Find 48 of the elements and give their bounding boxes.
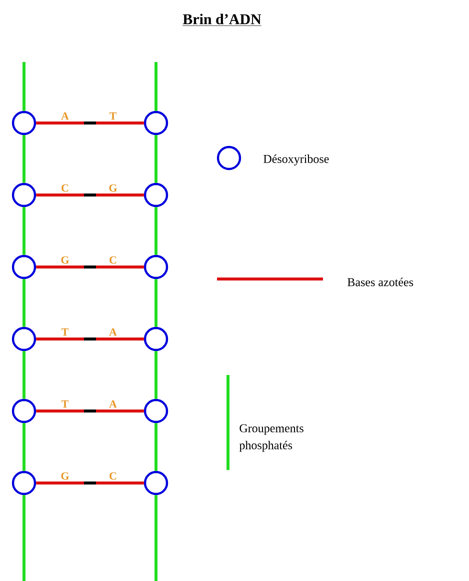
base-pair-line (36, 266, 144, 268)
base-pair-line (36, 122, 144, 124)
phosphate-backbone (154, 495, 158, 581)
phosphate-backbone (22, 207, 26, 255)
phosphate-backbone (154, 279, 158, 327)
base-letter: G (61, 472, 69, 480)
phosphate-backbone (154, 351, 158, 399)
phosphate-backbone (154, 62, 158, 111)
base-letter: T (62, 400, 68, 408)
base-pair-line (36, 194, 144, 196)
base-letter: A (109, 400, 117, 408)
base-pair-line (36, 482, 144, 484)
desoxyribose-circle (12, 398, 36, 424)
phosphate-backbone (22, 423, 26, 471)
base-pair-line (36, 410, 144, 412)
base-letter: T (110, 112, 116, 120)
base-letter: C (62, 184, 68, 192)
base-letter: G (61, 256, 69, 264)
phosphate-backbone (22, 351, 26, 399)
desoxyribose-circle (144, 398, 168, 424)
phosphate-backbone (154, 135, 158, 183)
title: Brin d’ADN (182, 14, 262, 26)
base-letter: T (62, 328, 68, 336)
phosphate-backbone (22, 495, 26, 581)
phosphate-backbone (154, 423, 158, 471)
base-letter: G (109, 184, 117, 192)
base-letter: A (109, 328, 117, 336)
base-pair-line (36, 338, 144, 340)
desoxyribose-circle (12, 110, 36, 136)
desoxyribose-circle (144, 326, 168, 352)
legend-text: Groupements phosphatés (239, 424, 304, 452)
phosphate-backbone (22, 279, 26, 327)
phosphate-backbone (22, 62, 26, 111)
phosphate-backbone (154, 207, 158, 255)
base-letter: A (61, 112, 69, 120)
desoxyribose-circle (144, 254, 168, 280)
phosphate-backbone (22, 135, 26, 183)
legend-text: Bases azotées (348, 278, 414, 286)
desoxyribose-circle (12, 182, 36, 208)
desoxyribose-circle (12, 326, 36, 352)
desoxyribose-circle (144, 470, 168, 496)
desoxyribose-circle (144, 110, 168, 136)
base-letter: C (110, 472, 116, 480)
base-letter: C (110, 256, 116, 264)
desoxyribose-circle (12, 254, 36, 280)
desoxyribose-circle (144, 182, 168, 208)
desoxyribose-circle (12, 470, 36, 496)
legend-text: Désoxyribose (264, 154, 329, 166)
